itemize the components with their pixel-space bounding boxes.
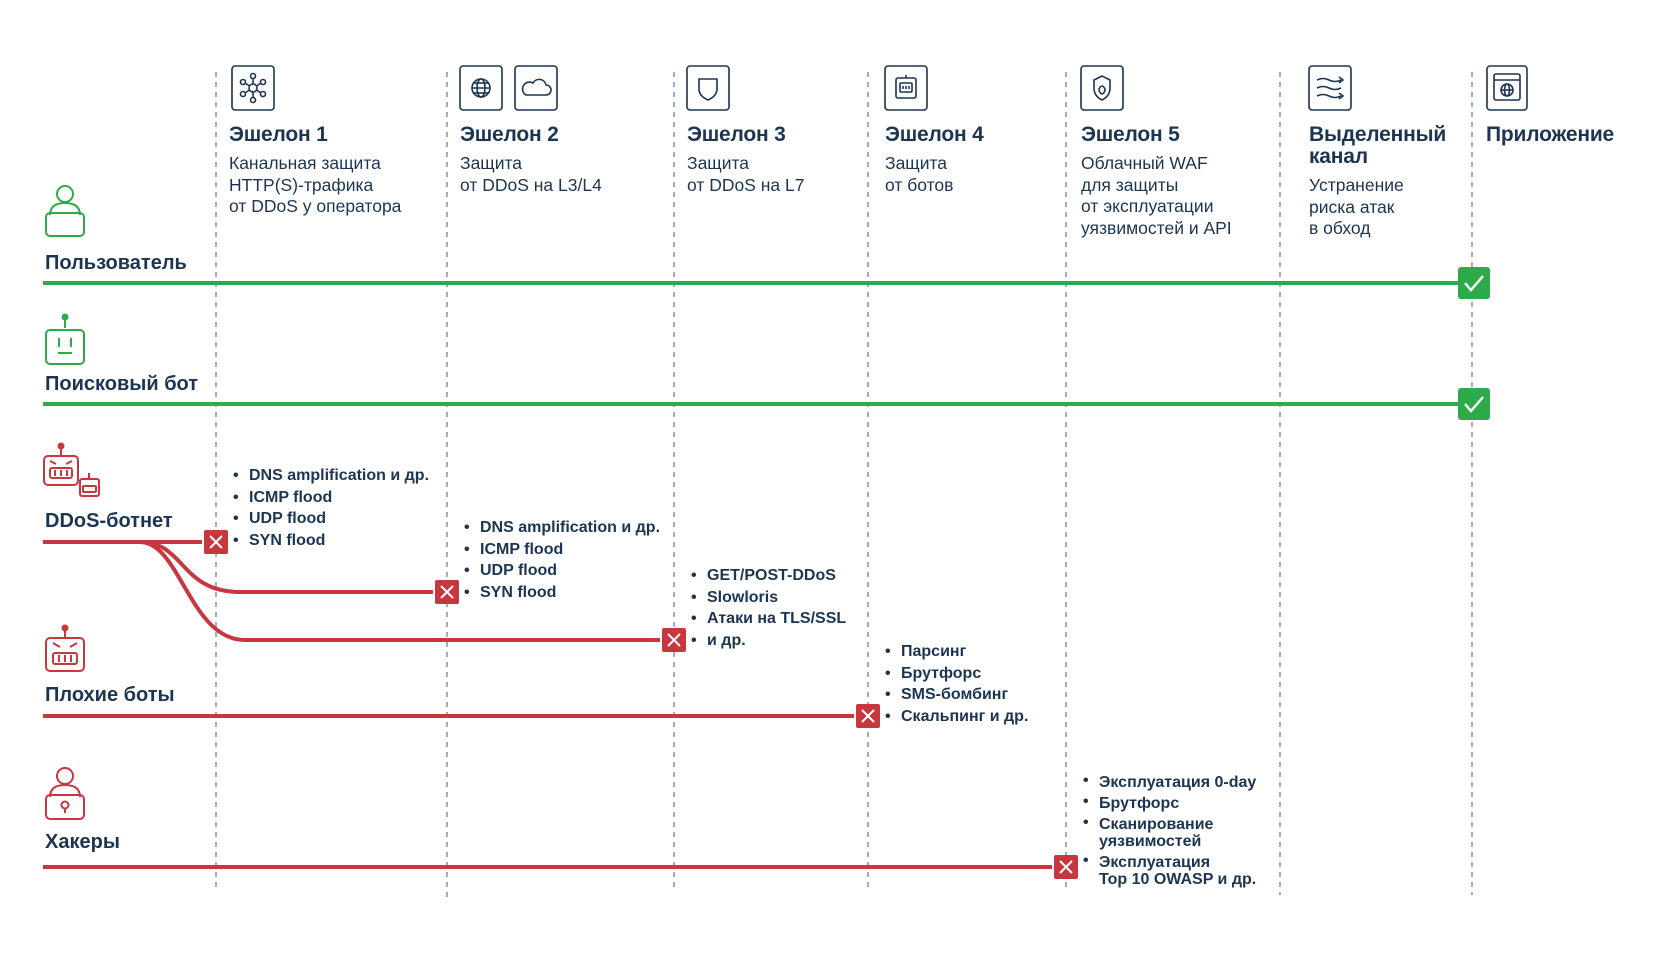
block-x-icon xyxy=(856,704,880,728)
list-item-text: Брутфорс xyxy=(1099,795,1180,812)
list-item: Атаки на TLS/SSL xyxy=(691,608,846,630)
list-item: ICMP flood xyxy=(233,487,429,509)
desc-line: Устранение xyxy=(1309,175,1404,195)
echelon-5-desc: Облачный WAF для защиты от эксплуатации … xyxy=(1081,153,1232,239)
dedicated-channel-title-line: канал xyxy=(1309,145,1368,168)
blocked-flows xyxy=(43,540,1052,869)
wind-flow-icon xyxy=(1308,65,1352,111)
list-item-line: Сканирование xyxy=(1099,816,1214,833)
row-label-bad-bots: Плохие боты xyxy=(45,684,175,706)
echelon-1-attacks: DNS amplification и др. ICMP flood UDP f… xyxy=(233,465,429,551)
desc-line: риска атак xyxy=(1309,196,1395,217)
list-item: Эксплуатация 0-day xyxy=(1083,772,1256,793)
list-item: UDP flood xyxy=(233,508,429,530)
list-item: SMS-бомбинг xyxy=(885,684,1028,706)
list-item-line: уязвимостей xyxy=(1099,833,1202,850)
echelon-2-attacks: DNS amplification и др. ICMP flood UDP f… xyxy=(464,517,660,603)
application-title: Приложение xyxy=(1486,123,1615,146)
row-label-user: Пользователь xyxy=(45,252,187,274)
desc-line: в обход xyxy=(1309,218,1371,238)
block-x-icon xyxy=(204,530,228,554)
list-item: DNS amplification и др. xyxy=(464,517,660,539)
check-icon xyxy=(1458,267,1490,299)
search-bot-icon xyxy=(45,313,85,365)
list-item: и др. xyxy=(691,630,846,652)
desc-line: от DDoS на L7 xyxy=(687,174,805,195)
echelon-3-desc: Защита от DDoS на L7 xyxy=(687,153,805,196)
echelon-5-attacks: Эксплуатация 0-day Брутфорс Сканирование… xyxy=(1083,772,1256,890)
allowed-flows xyxy=(43,281,1458,406)
ddos-flow-echelon-3 xyxy=(139,540,660,642)
echelon-3-attacks: GET/POST-DDoS Slowloris Атаки на TLS/SSL… xyxy=(691,565,846,651)
echelon-2-title: Эшелон 2 xyxy=(460,123,559,146)
block-x-icon xyxy=(662,628,686,652)
list-item: ICMP flood xyxy=(464,539,660,561)
list-item: DNS amplification и др. xyxy=(233,465,429,487)
echelon-3-title: Эшелон 3 xyxy=(687,123,786,146)
desc-line: от эксплуатации xyxy=(1081,196,1214,216)
desc-line: от ботов xyxy=(885,174,954,195)
desc-line: Защита xyxy=(885,153,948,173)
list-item-line: Эксплуатация xyxy=(1099,854,1211,871)
list-item: SYN flood xyxy=(464,582,660,604)
list-item: SYN flood xyxy=(233,530,429,552)
list-item: Сканирование уязвимостей xyxy=(1083,814,1256,852)
block-x-icon xyxy=(1054,855,1078,879)
list-item: Парсинг xyxy=(885,641,1028,663)
block-x-icon xyxy=(435,580,459,604)
row-label-search-bot: Поисковый бот xyxy=(45,373,199,395)
echelon-separators xyxy=(215,72,1473,900)
list-item: Брутфорс xyxy=(1083,793,1256,814)
botnet-icon xyxy=(43,442,100,497)
echelon-4-title: Эшелон 4 xyxy=(885,123,984,146)
row-label-hackers: Хакеры xyxy=(45,831,120,853)
allowed-markers xyxy=(1458,267,1490,420)
desc-line: от DDoS на L3/L4 xyxy=(460,174,602,195)
echelon-2-desc: Защита от DDoS на L3/L4 xyxy=(460,153,602,196)
blocked-markers xyxy=(204,530,1078,879)
desc-line: Канальная защита xyxy=(229,153,381,173)
check-icon xyxy=(1458,388,1490,420)
network-hub-icon xyxy=(231,65,275,111)
desc-line: Защита xyxy=(460,153,523,173)
bot-shield-icon xyxy=(884,65,928,111)
hacker-icon xyxy=(45,767,85,820)
row-label-ddos-botnet: DDoS-ботнет xyxy=(45,510,173,532)
waf-shield-icon xyxy=(1080,65,1124,111)
echelon-4-attacks: Парсинг Брутфорс SMS-бомбинг Скальпинг и… xyxy=(885,641,1028,727)
globe-icon xyxy=(459,65,503,111)
list-item-line: Top 10 OWASP и др. xyxy=(1099,871,1257,888)
desc-line: для защиты xyxy=(1081,174,1179,195)
list-item: Брутфорс xyxy=(885,663,1028,685)
desc-line: Защита xyxy=(687,153,750,173)
echelon-1-desc: Канальная защита HTTP(S)-трафика от DDoS… xyxy=(229,153,401,218)
list-item: GET/POST-DDoS xyxy=(691,565,846,587)
desc-line: HTTP(S)-трафика xyxy=(229,174,374,195)
list-item: Эксплуатация Top 10 OWASP и др. xyxy=(1083,852,1256,890)
echelon-1-title: Эшелон 1 xyxy=(229,123,328,146)
shield-icon xyxy=(686,65,730,111)
cloud-icon xyxy=(514,65,558,111)
header-icons xyxy=(231,65,1528,111)
list-item-text: Эксплуатация 0-day xyxy=(1099,774,1257,791)
dedicated-channel-title: Выделенный канал xyxy=(1309,124,1469,168)
list-item: Slowloris xyxy=(691,587,846,609)
browser-globe-icon xyxy=(1486,65,1528,111)
user-laptop-icon xyxy=(45,185,85,237)
echelon-5-title: Эшелон 5 xyxy=(1081,123,1180,146)
bad-bot-icon xyxy=(45,624,85,672)
dedicated-channel-title-line: Выделенный xyxy=(1309,123,1447,146)
row-icons xyxy=(43,185,100,820)
desc-line: Облачный WAF xyxy=(1081,153,1208,173)
list-item: Скальпинг и др. xyxy=(885,706,1028,728)
dedicated-channel-desc: Устранение риска атак в обход xyxy=(1309,175,1404,240)
list-item: UDP flood xyxy=(464,560,660,582)
desc-line: от DDoS у оператора xyxy=(229,196,402,216)
desc-line: уязвимостей и API xyxy=(1081,217,1232,238)
echelon-4-desc: Защита от ботов xyxy=(885,153,953,196)
